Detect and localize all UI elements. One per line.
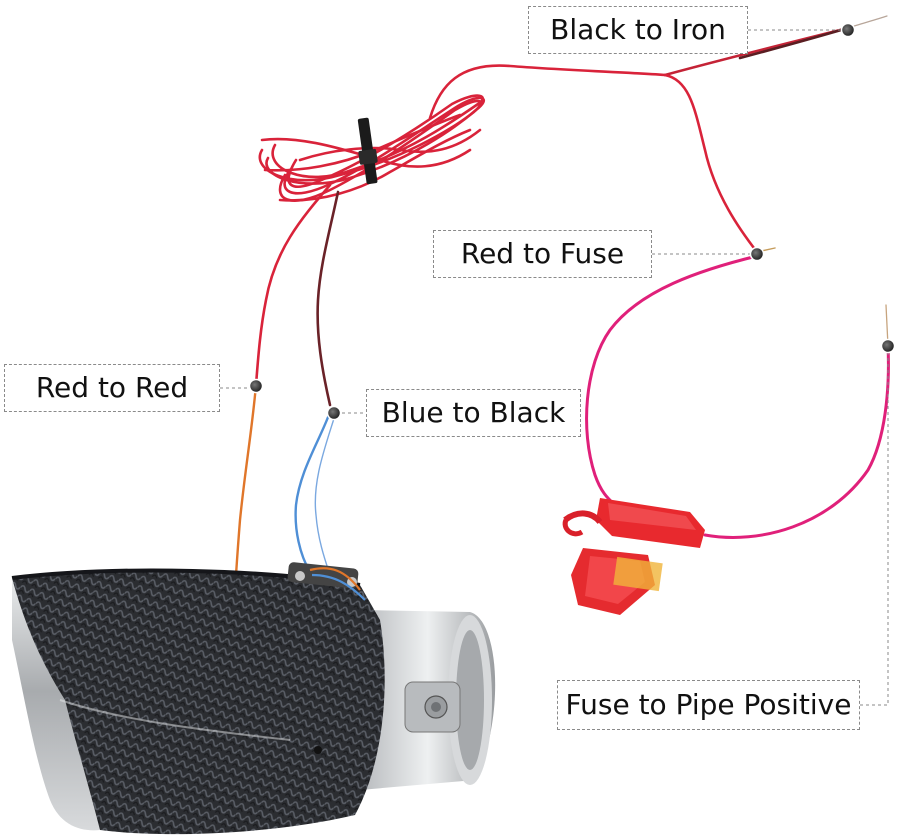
wire-to-fuse-connector — [663, 73, 776, 254]
connector-dot-icon — [248, 22, 896, 421]
label-red-to-red: Red to Red — [4, 364, 220, 412]
fuse-holder-icon — [562, 498, 705, 615]
label-blue-to-black: Blue to Black — [366, 389, 581, 437]
label-fuse-to-pipe-positive: Fuse to Pipe Positive — [557, 680, 860, 730]
fuse-wire — [585, 254, 890, 539]
wire-red-to-red — [234, 183, 332, 577]
wire-to-iron — [428, 15, 888, 120]
wire-blue-to-black — [294, 190, 340, 576]
label-red-to-fuse: Red to Fuse — [433, 230, 652, 278]
cable-tie-icon — [357, 117, 378, 185]
exhaust-tip-icon — [11, 562, 496, 835]
label-black-to-iron: Black to Iron — [528, 6, 748, 54]
